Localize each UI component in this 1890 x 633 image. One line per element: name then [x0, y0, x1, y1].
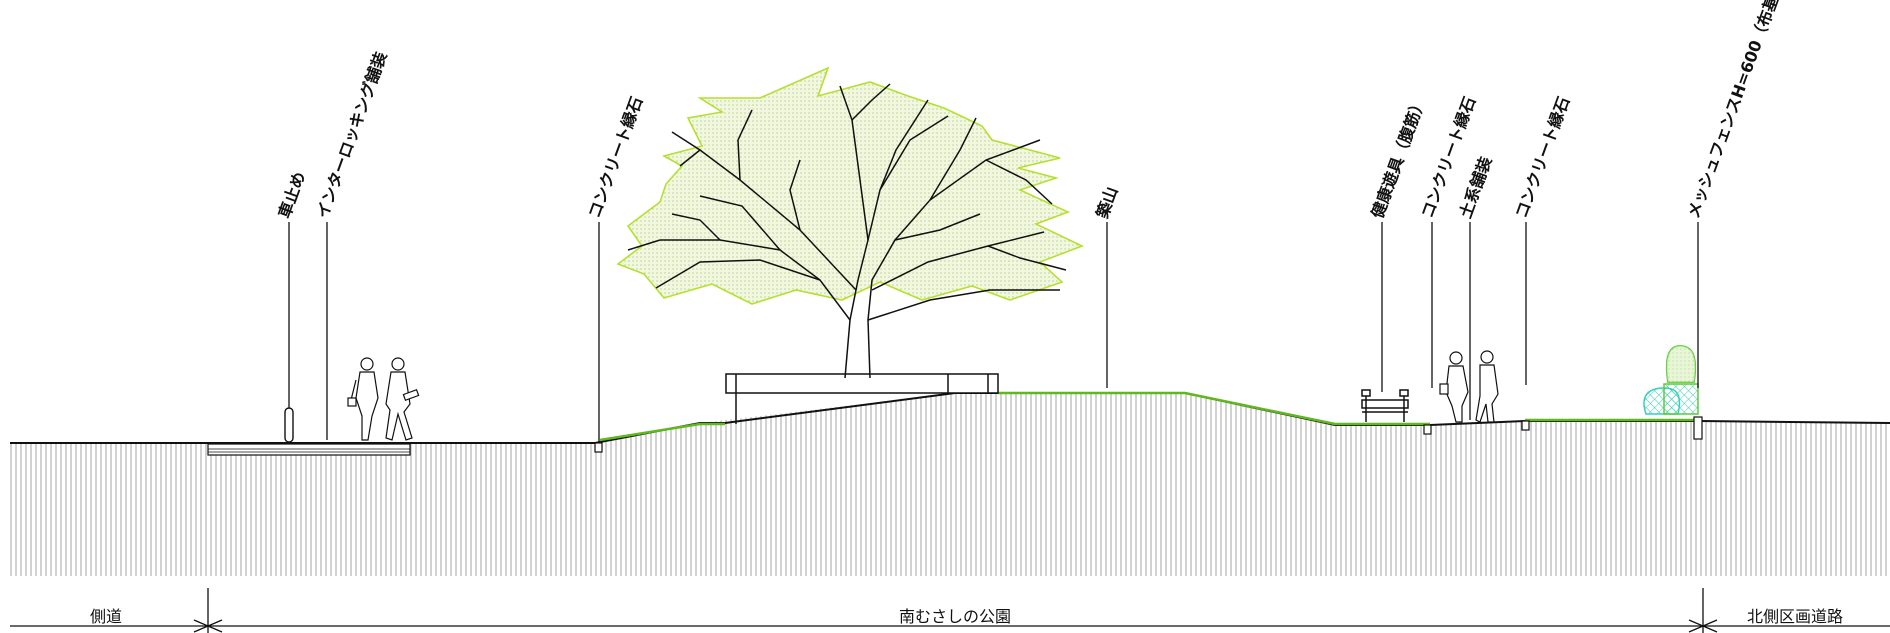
grass-surface-hill	[998, 391, 1430, 426]
fitness-equipment-icon	[1361, 389, 1409, 422]
ground-hatching	[10, 393, 1890, 576]
pedestrians-left-icon	[347, 357, 420, 441]
callout-concrete-curb-1: コンクリート縁石	[585, 94, 647, 221]
callout-fitness-equipment: 健康遊具（腹筋）	[1368, 94, 1430, 221]
zone-label-ward-road: 北側区画道路	[1747, 607, 1843, 626]
callout-leaders	[288, 222, 1699, 443]
car-stop-post-icon	[284, 407, 294, 443]
callout-interlocking-paving: インターロッキング舗装	[313, 49, 391, 220]
fence-foundation	[1693, 416, 1703, 440]
callout-soil-paving: 土系舗装	[1456, 154, 1496, 221]
planter-box	[725, 373, 999, 424]
zone-label-side-road: 側道	[90, 607, 122, 626]
callout-mesh-fence: メッシュフェンスH=600（布基礎）	[1684, 0, 1793, 221]
zone-label-park: 南むさしの公園	[899, 607, 1011, 626]
concrete-curb-marker-1	[594, 442, 603, 453]
pedestrians-right-icon	[1439, 350, 1499, 423]
interlocking-paving-layer	[207, 443, 411, 456]
callout-artificial-hill: 築山	[1092, 184, 1121, 222]
callout-car-stop: 車止め	[275, 169, 309, 221]
grass-surface-left	[599, 422, 725, 442]
hedge-shrub-icon	[1643, 345, 1699, 415]
callout-concrete-curb-3: コンクリート縁石	[1512, 94, 1574, 221]
concrete-curb-marker-2	[1423, 424, 1432, 435]
tree-icon	[616, 66, 1085, 379]
concrete-curb-marker-3	[1521, 420, 1530, 431]
zone-dimension-line	[10, 588, 1890, 633]
